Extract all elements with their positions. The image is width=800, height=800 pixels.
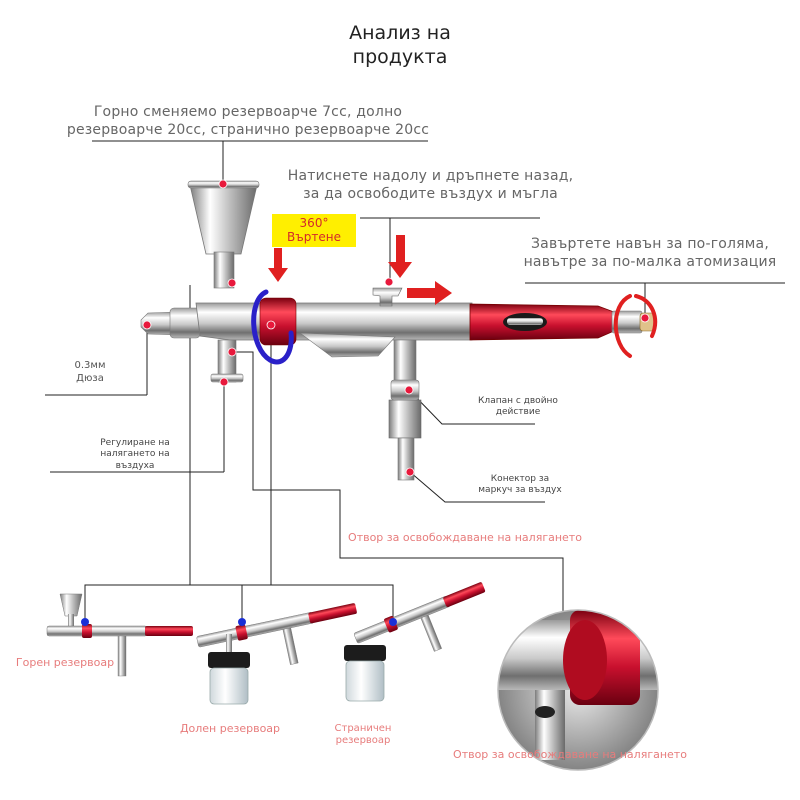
variant1-valve	[117, 635, 127, 677]
variant-top-cup-airbrush	[46, 593, 193, 677]
page-title-line1: Анализ на	[349, 22, 451, 44]
marker-nozzle	[142, 320, 152, 330]
label-dual-action-line1: Клапан с двойно	[478, 396, 558, 406]
variant-bottom-jar-airbrush	[196, 603, 357, 705]
marker-hose	[405, 467, 415, 477]
variant-label-side-line2: резервоар	[335, 735, 391, 746]
rotation-badge-line1: 360°	[299, 216, 329, 230]
label-air-adjust-line3: въздуха	[115, 460, 155, 471]
pressure-release-leader	[232, 351, 564, 615]
label-air-adjust: Регулиране на налягането на въздуха	[80, 438, 190, 472]
label-air-adjust-line2: налягането на	[100, 449, 170, 460]
variant2-body	[196, 612, 315, 648]
variant3-jar-lid	[344, 645, 386, 661]
variant1-cup-stem	[68, 614, 74, 626]
main-airbrush	[140, 180, 657, 481]
label-nozzle-line1: 0.3мм	[74, 360, 106, 371]
variant2-valve	[282, 627, 299, 665]
rotation-badge: 360° Въртене	[272, 214, 356, 247]
label-dual-action-line2: действие	[495, 407, 541, 418]
variant2-ring	[235, 624, 248, 641]
label-atomization-line1: Завъртете навън за по-голяма,	[531, 236, 769, 252]
marker-trigger	[384, 277, 394, 287]
rotation-badge-line2: Въртене	[287, 230, 341, 245]
dot-variant2	[238, 618, 246, 626]
label-atomization-line2: навътре за по-малка атомизация	[523, 253, 777, 270]
variant2-jar-lid	[208, 652, 250, 668]
page-title: Анализ на продукта	[300, 22, 500, 70]
markers	[142, 179, 650, 477]
variant1-cup	[59, 593, 83, 617]
label-hose-line1: Конектор за	[490, 474, 550, 484]
variant-label-top-line1: Горен резервоар	[15, 656, 115, 669]
dot-variant3	[389, 618, 397, 626]
label-air-adjust-line1: Регулиране на	[100, 438, 170, 448]
down-arrow-icon-trigger	[388, 235, 412, 278]
marker-dual-action	[404, 385, 414, 395]
label-pressure-release-bottom: Отвор за освобождаване на налягането	[453, 748, 687, 761]
air-valve-knurl	[388, 399, 422, 439]
marker-cup-base	[227, 278, 237, 288]
top-cup	[189, 184, 258, 255]
label-press-line1: Натиснете надолу и дръпнете назад,	[287, 168, 574, 184]
variant1-ring	[82, 624, 92, 638]
label-nozzle: 0.3мм Дюза	[60, 360, 120, 385]
label-top-cup-line1: Горно сменяемо резервоарче 7cc, долно	[93, 104, 403, 120]
rotation-ring-icon	[251, 289, 294, 365]
variant2-jar	[209, 667, 249, 705]
variant3-jar	[345, 660, 385, 702]
label-nozzle-line2: Дюза	[76, 372, 104, 384]
hose-leader	[409, 471, 545, 503]
variant2-handle	[308, 603, 357, 624]
air-valve-body	[393, 339, 417, 383]
marker-air-adjust	[219, 377, 229, 387]
variant-label-side: Страничен резервоар	[318, 723, 408, 747]
nozzle-collar	[169, 307, 201, 339]
variant1-body	[46, 625, 148, 637]
variant3-handle	[443, 582, 486, 607]
variant2-jar-stem	[226, 634, 232, 654]
handle-window-needle	[507, 318, 543, 325]
label-press-line2: за да освободите въздух и мъгла	[303, 185, 558, 202]
label-pressure-release-mid: Отвор за освобождаване на налягането	[348, 531, 582, 544]
variant-label-bottom: Долен резервоар	[170, 722, 290, 736]
label-top-cup-line2: резервоарче 20cc, странично резервоарче …	[66, 121, 430, 138]
variant3-valve	[420, 614, 442, 652]
label-top-cup: Горно сменяемо резервоарче 7cc, долно ре…	[28, 104, 468, 139]
zoom-red-ring-face	[563, 620, 607, 700]
top-cup-stem	[213, 251, 235, 289]
label-press-trigger: Натиснете надолу и дръпнете назад, за да…	[268, 168, 593, 203]
zoom-valve-stem	[535, 690, 565, 760]
variant-label-bottom-line1: Долен резервоар	[179, 722, 281, 735]
marker-top-cup	[218, 179, 228, 189]
down-arrow-icon	[268, 248, 288, 282]
knob-rotation-icon	[613, 294, 632, 358]
label-dual-action: Клапан с двойно действие	[468, 396, 568, 419]
label-atomization: Завъртете навън за по-голяма, навътре за…	[505, 236, 795, 271]
zoom-release-hole	[535, 706, 555, 718]
body-grip	[299, 332, 396, 358]
variant-label-side-line1: Страничен	[334, 723, 392, 734]
knob-rotation-icon-2	[634, 294, 658, 338]
arrows	[268, 235, 452, 305]
red-ring	[259, 297, 297, 346]
variant-side-jar-airbrush	[344, 582, 486, 702]
marker-ring	[266, 320, 276, 330]
variant-label-top: Горен резервоар	[10, 656, 120, 670]
label-hose-connector: Конектор за маркуч за въздух	[460, 474, 580, 497]
marker-air-valve	[227, 347, 237, 357]
page-title-line2: продукта	[352, 45, 448, 68]
right-arrow-icon	[407, 281, 452, 305]
pressure-release-zoom	[497, 609, 659, 771]
variants-connector	[84, 584, 394, 622]
marker-knob	[640, 313, 650, 323]
dot-variant1	[81, 618, 89, 626]
trigger	[372, 287, 403, 307]
label-hose-line2: маркуч за въздух	[478, 485, 562, 496]
variant1-handle	[145, 626, 193, 636]
